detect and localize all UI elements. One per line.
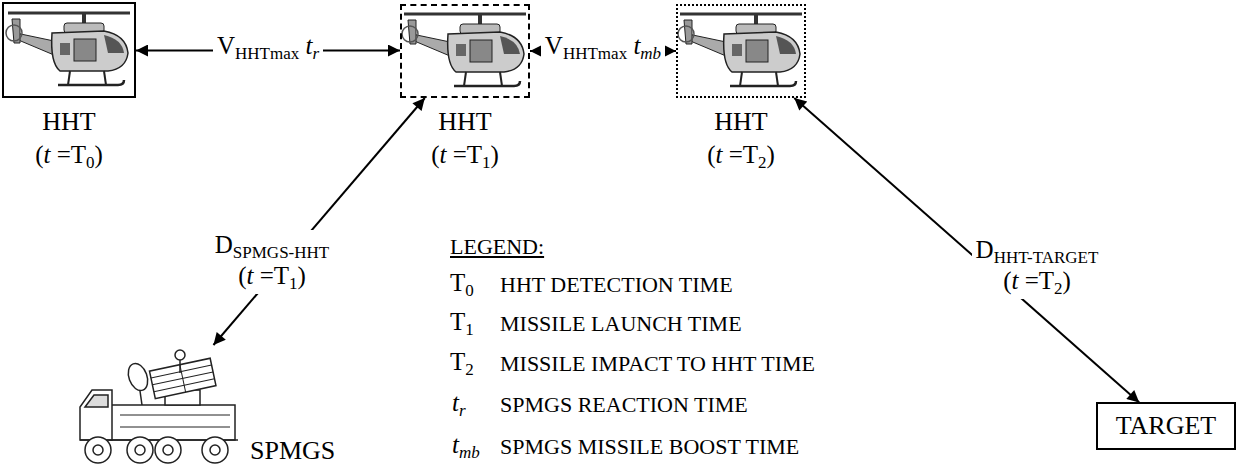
truck-figure [80, 350, 238, 463]
node-text: (t =T2) [678, 140, 804, 173]
legend-text: HHT DETECTION TIME [500, 272, 733, 298]
dimension-arrow [794, 98, 1139, 402]
edge-label: VHHTmax tr [213, 31, 323, 64]
node-text: SPMGS [250, 435, 335, 466]
edge-label: DHHT-TARGET (t =T2) [972, 235, 1103, 300]
helicopter-figure [6, 13, 130, 85]
legend-text: SPMGS REACTION TIME [500, 392, 748, 418]
helicopter-figure [678, 14, 802, 86]
edge-label: VHHTmax tmb [541, 31, 665, 64]
node-text: HHT [402, 106, 528, 137]
node-text: TARGET [1116, 410, 1216, 441]
legend-symbol: T1 [450, 307, 474, 340]
node-text: HHT [4, 106, 134, 137]
node-text: (t =T1) [402, 140, 528, 173]
edge-label: DSPMGS-HHT (t =T1) [211, 230, 333, 295]
node-text: (t =T0) [4, 140, 134, 173]
legend-text: MISSILE IMPACT TO HHT TIME [500, 351, 815, 377]
legend-text: MISSILE LAUNCH TIME [500, 311, 742, 337]
legend-symbol: T2 [450, 347, 474, 380]
target-box: TARGET [1096, 402, 1236, 449]
helicopter-node: HHT(t =T0) [2, 2, 136, 98]
legend-symbol: T0 [450, 268, 474, 301]
legend-symbol: tmb [452, 430, 480, 463]
helicopter-node: HHT(t =T2) [676, 4, 806, 98]
legend-symbol: tr [452, 388, 466, 421]
helicopter-figure [402, 14, 526, 86]
dimension-arrow [213, 98, 424, 345]
legend-heading: LEGEND: [450, 234, 544, 260]
node-text: HHT [678, 106, 804, 137]
launcher-node: SPMGS [80, 345, 240, 470]
legend-text: SPMGS MISSILE BOOST TIME [500, 434, 799, 460]
helicopter-node: HHT(t =T1) [400, 4, 530, 98]
